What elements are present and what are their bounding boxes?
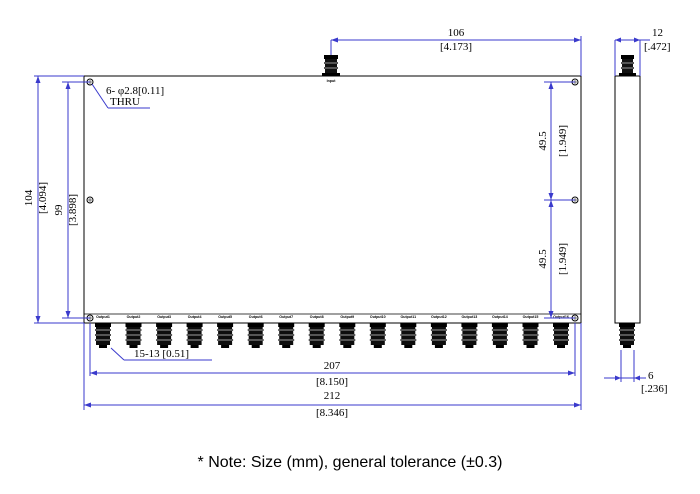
dim-104-inch: [4.094]: [37, 182, 49, 214]
output-connector: [369, 323, 386, 348]
splitter-body: [83, 75, 582, 324]
dim-15-13: 15-13 [0.51]: [134, 348, 189, 360]
output-connector: [217, 323, 234, 348]
output-connector: [400, 323, 417, 348]
input-connector: [322, 55, 340, 76]
dim-6-inch: [.236]: [641, 383, 668, 395]
dim-207: 207: [324, 360, 341, 372]
dim-106-inch: [4.173]: [440, 41, 472, 53]
side-body: [614, 75, 641, 324]
output-port-label: Output9: [340, 315, 354, 319]
output-connector: [156, 323, 173, 348]
output-connector: [125, 323, 142, 348]
output-port-label: Output13: [462, 315, 478, 319]
output-port-label: Output7: [279, 315, 293, 319]
output-port-label: Output14: [492, 315, 508, 319]
dim-212: 212: [324, 390, 341, 402]
output-connectors: Output1 Output2 Output3 Output4 Output5 Outpu…: [95, 315, 569, 348]
dim-106: 106: [448, 27, 465, 39]
dim-207-inch: [8.150]: [316, 376, 348, 388]
output-port-label: Output1: [96, 315, 110, 319]
output-connector: [430, 323, 447, 348]
output-connector: [522, 323, 539, 348]
output-connector: [339, 323, 356, 348]
dim-6: 6: [648, 370, 654, 382]
dim-12-inch: [.472]: [644, 41, 671, 53]
output-connector: [308, 323, 325, 348]
output-connector: [491, 323, 508, 348]
dim-99-inch: [3.898]: [67, 194, 79, 226]
dim-104: 104: [23, 189, 35, 206]
output-connector: [95, 323, 111, 348]
mounting-hole: [86, 196, 94, 204]
output-connector: [186, 323, 203, 348]
holes-callout: 6- φ2.8[0.11]: [106, 85, 164, 97]
side-bottom-connector: [619, 323, 635, 348]
dim-212-inch: [8.346]: [316, 407, 348, 419]
output-port-label: Output6: [249, 315, 263, 319]
dim-49-5-bottom: 49.5: [537, 249, 549, 269]
input-port-label: Input: [327, 79, 337, 83]
output-connector: [247, 323, 264, 348]
dim-49-5-top-inch: [1.949]: [557, 125, 569, 157]
output-connector: [461, 323, 478, 348]
output-port-label: Output15: [523, 315, 539, 319]
output-port-label: Output11: [401, 315, 417, 319]
dim-49-5-bottom-inch: [1.949]: [557, 243, 569, 275]
dimensions: 106 [4.173] 12 [.472] 6- φ2.8[0.11] THRU…: [23, 27, 671, 419]
note-text: * Note: Size (mm), general tolerance (±0…: [197, 454, 503, 471]
side-view: [614, 55, 641, 348]
output-connector: [553, 323, 569, 348]
output-port-label: Output10: [370, 315, 386, 319]
output-connector: [278, 323, 295, 348]
dim-49-5-top: 49.5: [537, 131, 549, 151]
output-port-label: Output16: [553, 315, 569, 319]
output-port-label: Output5: [218, 315, 232, 319]
output-port-label: Output4: [188, 315, 202, 319]
holes-callout-thru: THRU: [110, 96, 140, 108]
dim-12: 12: [652, 27, 663, 39]
dim-99: 99: [53, 204, 65, 216]
output-port-label: Output8: [310, 315, 324, 319]
output-port-label: Output3: [157, 315, 171, 319]
side-top-connector: [619, 55, 636, 76]
output-port-label: Output2: [127, 315, 141, 319]
output-port-label: Output12: [431, 315, 447, 319]
